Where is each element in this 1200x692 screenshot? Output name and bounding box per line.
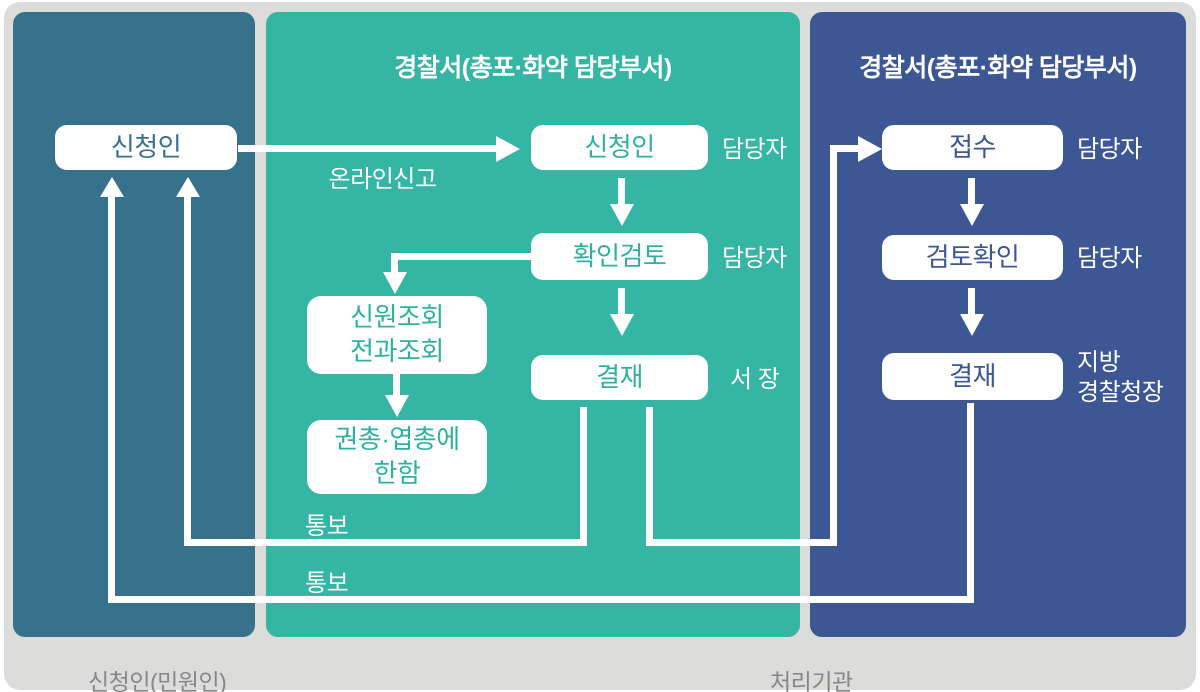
mid-applicant-to-review-shaft [618,178,625,204]
right-review-to-approval-shaft [968,288,975,314]
receipt-box-label: 접수 [949,131,996,162]
mid-review-to-approval-arrowhead-icon [610,314,634,336]
right-review-to-approval-arrowhead-icon [960,314,984,336]
forward-to-receipt-arrowhead-icon [858,136,882,162]
receipt-to-review-shaft [968,178,975,204]
right-approval-role-line1: 지방 [1077,349,1121,376]
mid-review-box-label: 확인검토 [572,240,667,271]
right-approval-notify-horizontal [108,596,974,603]
processing-agency-panel-title: 경찰서(총포·화약 담당부서) [859,54,1137,82]
mid-applicant-to-review-arrowhead-icon [610,204,634,226]
left-applicant-box-label: 신청인 [110,131,182,162]
online-report-arrowhead-icon [496,136,520,162]
notify-label-bottom: 통보 [305,570,349,597]
id-check-box-line1: 신원조회 [350,302,444,333]
mid-approval-box-label: 결재 [596,361,643,392]
applicant-panel [13,12,255,637]
notify-label-top: 통보 [305,513,349,540]
limited-to-guns-box: 권총·엽총에 한함 [307,420,487,494]
notify-return-inner-arrowhead-icon [176,177,200,197]
idcheck-to-limited-arrowhead-icon [385,395,409,417]
police-station-panel-title: 경찰서(총포·화약 담당부서) [394,54,672,82]
right-review-role-label: 담당자 [1077,245,1142,272]
right-approval-role-line2: 경찰청장 [1077,379,1164,406]
mid-applicant-role-label: 담당자 [722,136,787,163]
receipt-box: 접수 [882,125,1063,170]
right-approval-box-label: 결재 [949,360,996,391]
right-approval-box: 결재 [882,353,1063,400]
mid-approval-role-label: 서 장 [730,366,780,393]
id-check-box-line2: 전과조회 [350,336,444,366]
review-to-idcheck-arrowhead-icon [383,272,407,294]
right-review-box-label: 검토확인 [925,241,1020,272]
right-approval-role-label: 지방 경찰청장 [1077,348,1164,408]
mid-applicant-box: 신청인 [531,125,708,170]
mid-review-to-approval-shaft [618,288,625,314]
receipt-to-review-arrowhead-icon [960,204,984,226]
mid-approval-forward-horizontal [646,539,837,546]
receipt-role-label: 담당자 [1077,136,1142,163]
mid-approval-box: 결재 [531,355,708,400]
online-report-label: 온라인신고 [328,166,437,193]
footer-applicant-label: 신청인(민원인) [88,669,227,692]
left-applicant-box: 신청인 [55,125,237,170]
limited-to-guns-box-line2: 한함 [373,458,421,488]
notify-return-outer-arrowhead-icon [100,177,124,197]
mid-approval-notify-horizontal [184,539,587,546]
mid-approval-forward-up [830,145,837,546]
processing-agency-panel: 경찰서(총포·화약 담당부서) [810,12,1186,637]
idcheck-to-limited-shaft [393,373,400,395]
notify-return-line-inner-shaft [184,196,191,546]
review-to-idcheck-vertical [391,253,398,272]
mid-review-box: 확인검토 [531,233,708,280]
mid-applicant-box-label: 신청인 [584,131,655,162]
right-review-box: 검토확인 [882,235,1063,280]
mid-review-role-label: 담당자 [722,245,787,272]
review-to-idcheck-horizontal [391,253,531,260]
id-check-box: 신원조회 전과조회 [307,296,487,374]
footer-agency-label: 처리기관 [770,669,853,692]
mid-approval-forward-top [830,145,858,152]
mid-approval-notify-down [580,407,587,546]
right-approval-notify-down [967,403,974,603]
mid-approval-forward-down [646,407,653,546]
online-report-line [238,145,496,152]
notify-return-line-outer-shaft [108,196,115,603]
limited-to-guns-box-line1: 권총·엽총에 [334,424,460,455]
